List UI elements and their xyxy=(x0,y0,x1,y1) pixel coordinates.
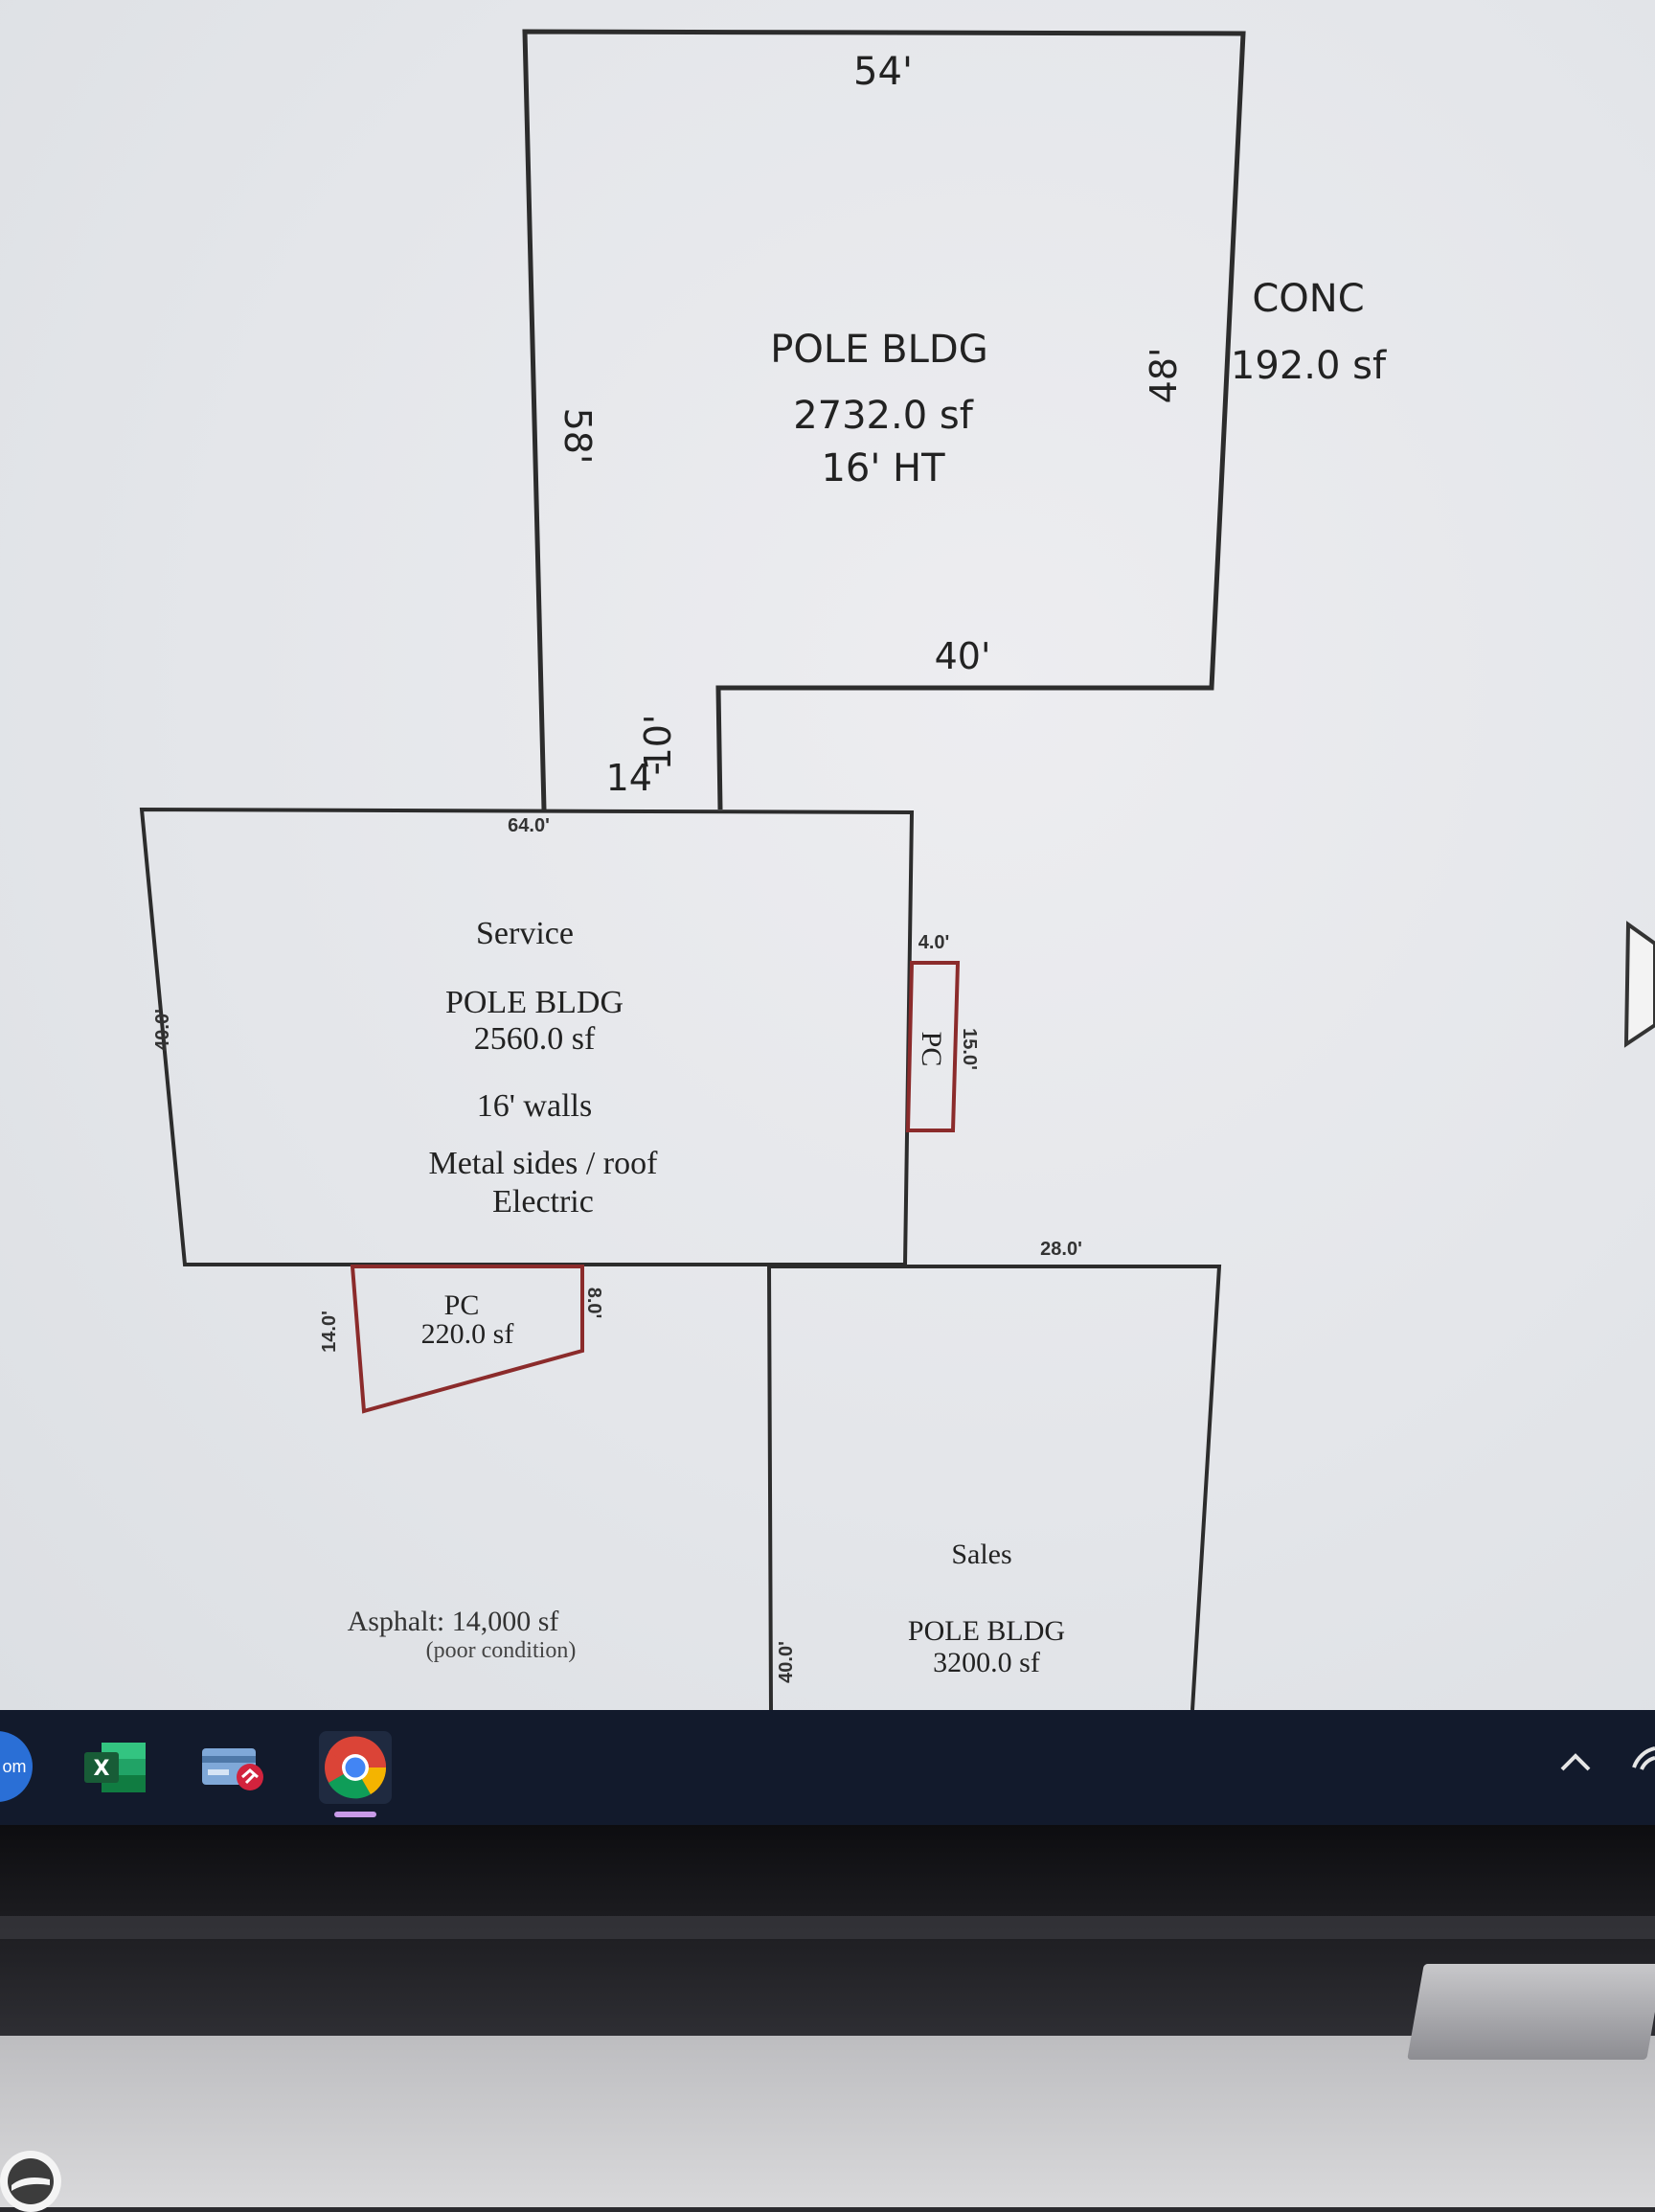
small-pc-label: PC xyxy=(916,1032,947,1067)
small-pc-top-dim: 4.0' xyxy=(918,932,950,953)
sales-building-name: POLE BLDG xyxy=(908,1615,1065,1647)
laptop-bezel xyxy=(0,1825,1655,2036)
service-building-area: 2560.0 sf xyxy=(474,1021,596,1057)
chrome-active-indicator xyxy=(334,1812,376,1817)
upper-lower-left-dim: 14' xyxy=(606,757,663,799)
next-arrow-icon[interactable] xyxy=(1623,921,1655,1048)
chevron-up-icon[interactable] xyxy=(1556,1748,1595,1777)
upper-right-dim: 48' xyxy=(1143,348,1185,404)
asphalt-label: Asphalt: 14,000 sf xyxy=(348,1606,559,1637)
upper-top-dim: 54' xyxy=(853,50,913,94)
wifi-icon[interactable] xyxy=(1628,1739,1655,1787)
lower-pc-right-dim: 8.0' xyxy=(583,1288,604,1319)
upper-left-dim: 58' xyxy=(556,408,599,465)
sales-use-label: Sales xyxy=(951,1539,1011,1570)
service-left-dim: 40.0' xyxy=(152,1009,173,1051)
service-building-name: POLE BLDG xyxy=(445,985,623,1020)
upper-inner-bottom-dim: 40' xyxy=(935,635,991,677)
service-use-label: Service xyxy=(476,916,574,951)
service-walls: 16' walls xyxy=(477,1088,592,1124)
laptop-hinge xyxy=(1407,1964,1655,2060)
upper-inner-step-dim: 10' xyxy=(637,715,679,771)
lower-pc-area: 220.0 sf xyxy=(421,1318,514,1350)
card-reader-icon[interactable] xyxy=(196,1731,269,1804)
taskbar: om X xyxy=(0,1710,1655,1825)
sales-building-area: 3200.0 sf xyxy=(933,1647,1040,1678)
keyboard-edge xyxy=(0,1916,1655,1939)
asphalt-note: (poor condition) xyxy=(426,1638,577,1663)
lower-pc-outline xyxy=(350,1265,584,1414)
conc-label: CONC xyxy=(1252,277,1364,321)
excel-icon[interactable]: X xyxy=(79,1731,151,1804)
sales-building-outline xyxy=(766,1265,1222,1710)
chrome-icon[interactable] xyxy=(319,1731,392,1817)
screen-area: 54' 58' 48' POLE BLDG 2732.0 sf 16' HT 4… xyxy=(0,0,1655,1710)
service-utility: Electric xyxy=(492,1184,594,1220)
excel-letter: X xyxy=(94,1757,110,1781)
sales-left-dim: 40.0' xyxy=(776,1641,797,1683)
lower-pc-label: PC xyxy=(444,1289,480,1321)
sales-top-dim: 28.0' xyxy=(1040,1239,1082,1260)
small-pc-outline xyxy=(905,961,961,1132)
upper-building-area: 2732.0 sf xyxy=(793,394,974,438)
watermark-logo-icon xyxy=(0,2151,61,2212)
laptop-base xyxy=(0,2036,1655,2207)
service-materials: Metal sides / roof xyxy=(429,1146,659,1181)
conc-area: 192.0 sf xyxy=(1231,344,1387,388)
upper-building-height: 16' HT xyxy=(821,446,945,490)
upper-building-name: POLE BLDG xyxy=(770,328,987,372)
service-top-dim: 64.0' xyxy=(508,815,550,836)
taskbar-app-partial-text: om xyxy=(2,1756,27,1776)
upper-building-outline xyxy=(522,29,1246,810)
small-pc-side-dim: 15.0' xyxy=(959,1028,980,1070)
lower-pc-left-dim: 14.0' xyxy=(319,1311,340,1353)
taskbar-app-partial[interactable]: om xyxy=(0,1731,33,1802)
floor-plan-sketch: 54' 58' 48' POLE BLDG 2732.0 sf 16' HT 4… xyxy=(152,29,1655,1710)
